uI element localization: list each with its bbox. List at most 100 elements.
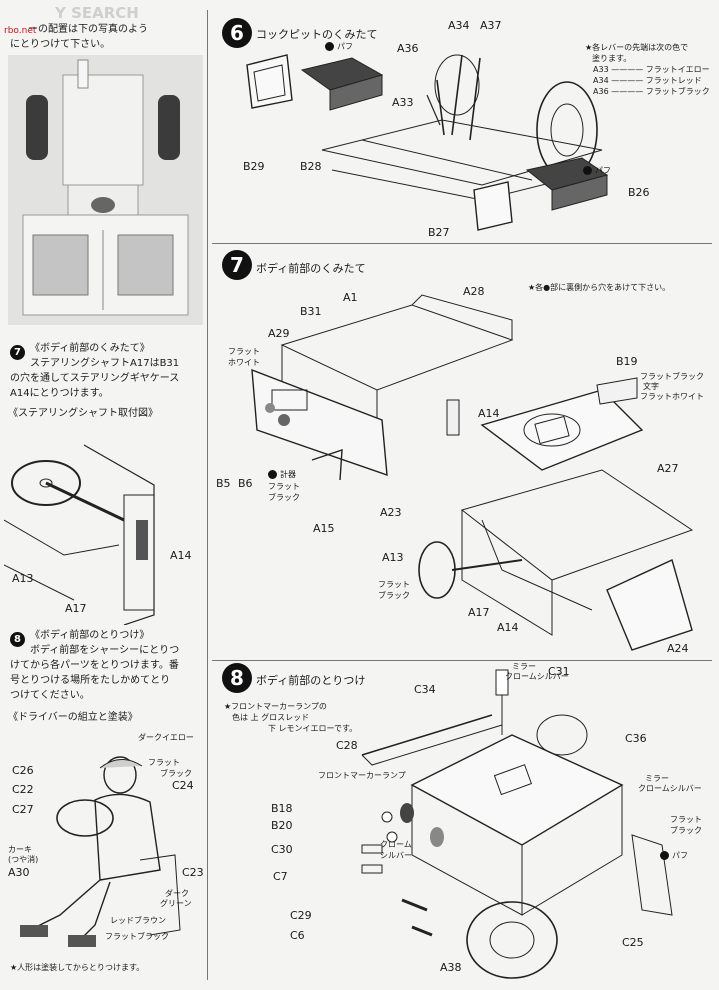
s7-title: ボディ前部のくみたて [256, 262, 366, 275]
s7-a17: A17 [468, 606, 490, 619]
s6-a36: A36 [397, 42, 419, 55]
driver-dark-yellow: ダークイエロー [138, 733, 194, 742]
s8-c28: C28 [336, 739, 358, 752]
left7-label-a13: A13 [12, 572, 34, 585]
section-divider-6-7 [212, 243, 712, 244]
s8-a38: A38 [440, 961, 462, 974]
left8-step-number: 8 [10, 632, 25, 647]
s7-flat-black-1: フラット [378, 580, 410, 589]
s6-a33: A33 [392, 96, 414, 109]
driver-a30: A30 [8, 866, 30, 879]
left8-body-3: 号とりつける場所をたしかめてとり [10, 675, 171, 686]
left-column: Y SEARCH rbo.net ーの配置は下の写真のよう にとりつけて下さい。… [0, 0, 205, 990]
left-intro-2: にとりつけて下さい。 [10, 39, 111, 50]
s7-b31: B31 [300, 305, 322, 318]
steering-diagram [4, 425, 204, 625]
s8-flat-black-2: ブラック [670, 826, 702, 835]
s7-a15: A15 [313, 522, 335, 535]
s8-chrome-2: シルバー [380, 851, 412, 860]
s6-note-a36: A36 ———— フラットブラック [593, 87, 710, 96]
s8-c29: C29 [290, 909, 312, 922]
s7-gauge-1: 計器 [268, 470, 296, 480]
s8-mirror-2b: クロームシルバー [638, 784, 702, 793]
s6-step-number: 6 [222, 18, 252, 48]
s7-b19-color-3: フラットホワイト [640, 392, 704, 401]
s8-note-1: ★フロントマーカーランプの [224, 702, 327, 711]
driver-flat-black-1a: フラット [148, 758, 180, 767]
s8-b18: B18 [271, 802, 293, 815]
left8-title: 《ボディ前部のとりつけ》 [30, 630, 150, 641]
driver-c24: C24 [172, 779, 194, 792]
s8-c34: C34 [414, 683, 436, 696]
s7-gauge-2: フラット [268, 482, 300, 491]
left7-subhead: 《ステアリングシャフト取付図》 [8, 408, 158, 419]
s7-a27: A27 [657, 462, 679, 475]
s8-diagram [212, 665, 712, 985]
driver-dark-green-1: ダーク [165, 889, 189, 898]
s6-b28: B28 [300, 160, 322, 173]
left7-step-number: 7 [10, 345, 25, 360]
s7-b19: B19 [616, 355, 638, 368]
driver-c22: C22 [12, 783, 34, 796]
section-divider-7-8 [212, 660, 712, 661]
s6-b29: B29 [243, 160, 265, 173]
left8-body-4: つけてください。 [10, 690, 90, 701]
driver-dark-green-2: グリーン [160, 899, 192, 908]
s7-note: ★各●部に裏側から穴をあけて下さい。 [528, 283, 671, 292]
s7-a1: A1 [343, 291, 358, 304]
s6-puff-2: パフ [583, 166, 611, 176]
s8-c25: C25 [622, 936, 644, 949]
s7-flat-white-1: フラット [228, 347, 260, 356]
s6-diagram [212, 40, 712, 240]
s7-a29: A29 [268, 327, 290, 340]
s7-flat-black-2: ブラック [378, 591, 410, 600]
s8-flat-black-1: フラット [670, 815, 702, 824]
left7-body-3: A14にとりつけます。 [10, 388, 109, 399]
driver-figure [0, 730, 205, 960]
s7-flat-white-2: ホワイト [228, 358, 260, 367]
s6-note-head: ★各レバーの先端は次の色で [585, 43, 689, 52]
left8-subhead: 《ドライバーの組立と塗装》 [8, 712, 138, 723]
s8-c30: C30 [271, 843, 293, 856]
left-intro-1: ーの配置は下の写真のよう [28, 24, 148, 35]
s8-note-3: 下 レモンイエローです。 [268, 724, 358, 733]
s8-c7: C7 [273, 870, 288, 883]
left8-body-1: ボディ前部をシャーシーにとりつ [30, 645, 180, 656]
driver-flat-black-1b: ブラック [160, 769, 192, 778]
driver-c27: C27 [12, 803, 34, 816]
driver-note: ★人形は塗装してからとりつけます。 [10, 963, 145, 972]
s7-diagram [212, 280, 712, 655]
s8-b20: B20 [271, 819, 293, 832]
s8-c6: C6 [290, 929, 305, 942]
s6-title: コックピットのくみたて [256, 28, 378, 41]
s8-chrome-1: クローム [380, 840, 412, 849]
s7-b19-color-2: 文字 [643, 382, 659, 391]
s8-front-marker: フロントマーカーランプ [318, 771, 406, 780]
s6-a34: A34 [448, 19, 470, 32]
s6-b26: B26 [628, 186, 650, 199]
driver-khaki-1: カーキ [8, 845, 32, 854]
left8-body-2: けてから各パーツをとりつけます。番 [10, 660, 179, 671]
watermark-url: rbo.net [4, 26, 37, 36]
driver-c26: C26 [12, 764, 34, 777]
s7-b5: B5 [216, 477, 231, 490]
left7-title: 《ボディ前部のくみたて》 [30, 343, 150, 354]
s7-b6: B6 [238, 477, 253, 490]
chassis-photo [8, 55, 203, 325]
s8-puff: パフ [660, 851, 688, 861]
driver-red-brown: レッドブラウン [110, 916, 166, 925]
s8-mirror-1b: クロームシルバー [505, 672, 569, 681]
left7-label-a17: A17 [65, 602, 87, 615]
s7-step-number: 7 [222, 250, 252, 280]
s6-b27: B27 [428, 226, 450, 239]
driver-flat-black-2: フラットブラック [105, 932, 169, 941]
s6-note-a33: A33 ———— フラットイエロー [593, 65, 710, 74]
left7-label-a14: A14 [170, 549, 192, 562]
s6-a37: A37 [480, 19, 502, 32]
s7-a24: A24 [667, 642, 689, 655]
s7-a28: A28 [463, 285, 485, 298]
s7-a13: A13 [382, 551, 404, 564]
column-divider [207, 10, 208, 980]
s6-note-a34: A34 ———— フラットレッド [593, 76, 702, 85]
driver-c23: C23 [182, 866, 204, 879]
